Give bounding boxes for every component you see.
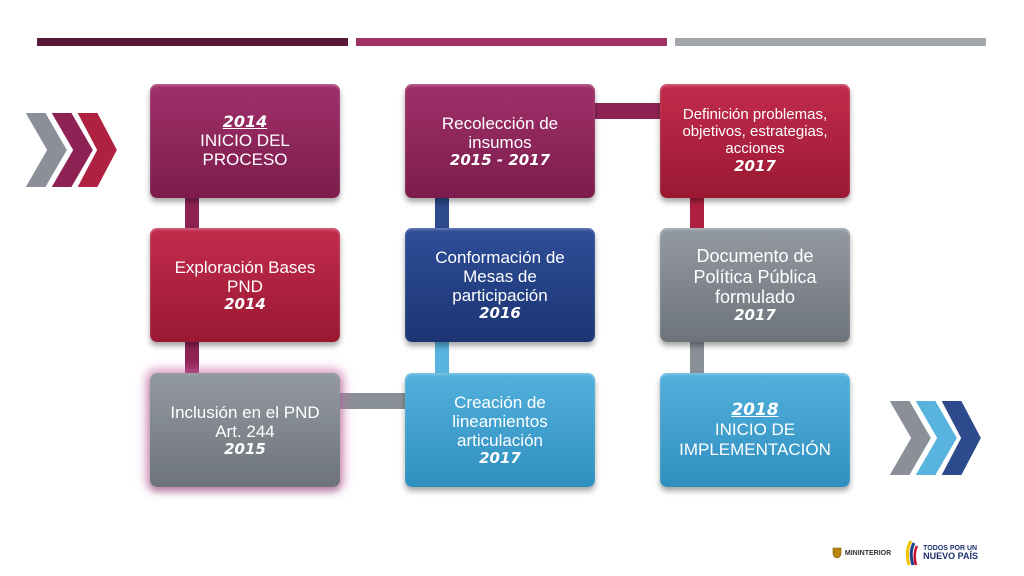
step-year: 2017 <box>479 449 521 468</box>
step-box-exploracion-bases: Exploración Bases PND 2014 <box>150 228 340 342</box>
todos-line-1: TODOS POR UN <box>923 544 978 552</box>
connector-8-9 <box>690 339 704 375</box>
step-text: Conformación de Mesas de participación <box>435 248 565 306</box>
chevron-right-icon <box>22 111 120 189</box>
step-box-inicio-proceso: 2014 INICIO DEL PROCESO <box>150 84 340 198</box>
connector-3-4 <box>338 393 408 409</box>
connector-6-7 <box>593 103 663 119</box>
top-bar-dark <box>37 38 348 46</box>
step-box-conformacion-mesas: Conformación de Mesas de participación 2… <box>405 228 595 342</box>
footer-logos: MININTERIOR TODOS POR UN NUEVO PAÍS <box>832 540 978 566</box>
step-year: 2016 <box>479 304 521 323</box>
step-box-definicion-problemas: Definición problemas, objetivos, estrate… <box>660 84 850 198</box>
connector-4-5 <box>435 339 449 375</box>
step-box-creacion-lineamientos: Creación de lineamientos articulación 20… <box>405 373 595 487</box>
step-year: 2015 - 2017 <box>449 150 551 169</box>
step-box-inclusion-pnd: Inclusión en el PND Art. 244 2015 <box>150 373 340 487</box>
step-box-inicio-implementacion: 2018 INICIO DE IMPLEMENTACIÓN <box>660 373 850 487</box>
colombia-shield-icon <box>832 547 842 559</box>
step-text: Recolección de insumos <box>441 113 559 152</box>
step-year: 2017 <box>734 305 776 324</box>
todos-line-2: NUEVO PAÍS <box>923 550 978 561</box>
step-text: INICIO DEL PROCESO <box>200 130 290 169</box>
connector-1-2 <box>185 195 199 229</box>
step-year: 2014 <box>222 112 268 132</box>
step-year: 2017 <box>734 156 776 175</box>
step-text: Inclusión en el PND Art. 244 <box>170 402 320 441</box>
ministry-name: MININTERIOR <box>844 549 892 557</box>
top-bar-magenta <box>356 38 667 46</box>
step-year: 2014 <box>224 294 266 313</box>
step-text: Documento de Política Pública formulado <box>693 246 817 307</box>
top-bar-gray <box>675 38 986 46</box>
step-text: Exploración Bases PND <box>174 257 316 296</box>
todos-por-un-nuevo-pais-logo: TODOS POR UN NUEVO PAÍS <box>903 540 978 566</box>
step-year: 2015 <box>224 439 266 458</box>
step-text: Definición problemas, objetivos, estrate… <box>682 106 828 157</box>
step-text: Creación de lineamientos articulación <box>452 393 548 451</box>
step-box-documento-politica: Documento de Política Pública formulado … <box>660 228 850 342</box>
connector-2-3 <box>185 339 199 375</box>
colombia-flag-icon <box>906 540 919 566</box>
connector-5-6 <box>435 195 449 229</box>
step-text: INICIO DE IMPLEMENTACIÓN <box>679 420 831 459</box>
step-box-recoleccion-insumos: Recolección de insumos 2015 - 2017 <box>405 84 595 198</box>
connector-7-8 <box>690 195 704 229</box>
ministry-logo: MININTERIOR <box>832 547 891 559</box>
step-year: 2018 <box>731 400 779 421</box>
chevron-right-icon <box>886 399 984 477</box>
